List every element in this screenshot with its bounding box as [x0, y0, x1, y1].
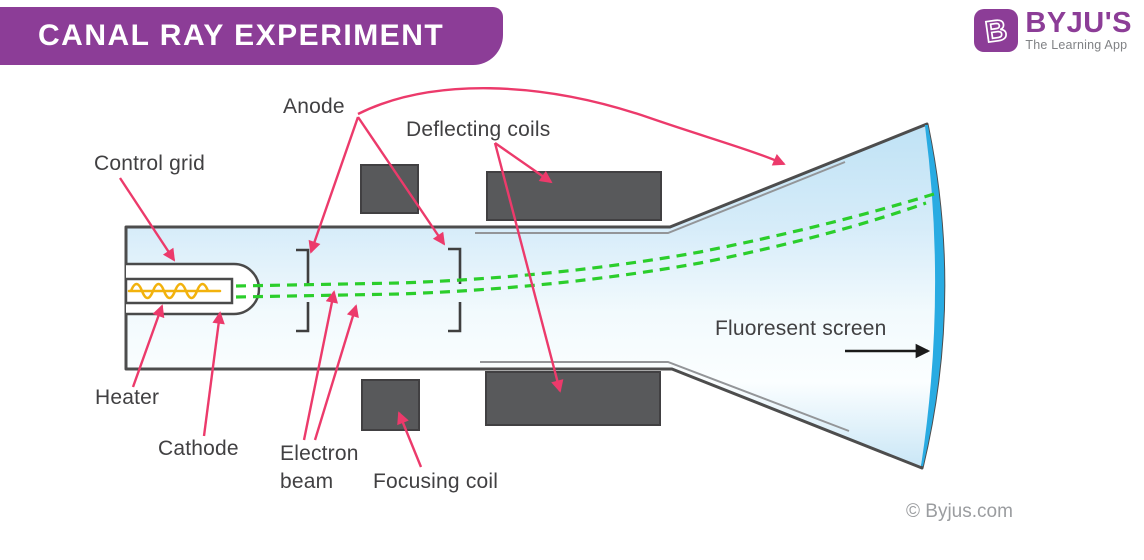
- focusing-coil-label: Focusing coil: [373, 470, 498, 493]
- electron-beam-arrow-1: [302, 290, 339, 441]
- heater-label: Heater: [95, 386, 159, 409]
- anode-label: Anode: [283, 95, 345, 118]
- anode-arrow-coating: [357, 87, 786, 166]
- electron-beam-label-line2: beam: [280, 470, 333, 493]
- copyright-text: © Byjus.com: [906, 501, 1013, 522]
- logo-tagline: The Learning App: [1025, 38, 1128, 52]
- logo-text: BYJU'S The Learning App: [1025, 8, 1132, 52]
- focusing-coil-bottom: [361, 379, 420, 431]
- byjus-logo-icon: B: [974, 9, 1019, 52]
- anode-arrow-1: [308, 116, 360, 254]
- logo-badge-background: [974, 9, 1019, 52]
- deflecting-coils-arrow-top: [494, 142, 553, 184]
- deflecting-coils-label: Deflecting coils: [406, 118, 550, 141]
- callout-arrows: [118, 87, 786, 468]
- logo-brand: BYJU'S: [1025, 7, 1132, 39]
- deflecting-coils-arrow-bottom: [493, 142, 564, 393]
- anode-coating-line-top: [475, 161, 846, 234]
- deflecting-coil-top: [486, 171, 662, 221]
- focusing-coil-top: [360, 164, 419, 214]
- cathode-label: Cathode: [158, 437, 239, 460]
- page-title: CANAL RAY EXPERIMENT: [38, 19, 445, 52]
- electron-beam-label-line1: Electron: [280, 442, 359, 465]
- anode-coating-line-bottom: [480, 361, 850, 432]
- control-grid-arrow: [118, 177, 176, 262]
- focusing-coil-arrow: [397, 411, 423, 468]
- electron-beam-upper: [235, 192, 935, 288]
- fluorescent-screen-face: [921, 125, 945, 467]
- title-banner: CANAL RAY EXPERIMENT: [0, 7, 503, 65]
- control-grid-label: Control grid: [94, 152, 205, 175]
- fluorescent-screen-label: Fluoresent screen: [715, 317, 886, 340]
- heater-filament: [127, 282, 222, 300]
- anode-electrode-1: [296, 248, 310, 333]
- electron-beam-lower: [235, 201, 927, 299]
- cathode-arrow: [202, 311, 225, 437]
- heater-arrow: [131, 304, 165, 388]
- anode-arrow-2: [357, 116, 446, 246]
- electron-beam-arrow-2: [313, 304, 359, 441]
- anode-electrode-2: [448, 247, 462, 333]
- deflecting-coil-bottom: [485, 371, 661, 426]
- byjus-logo: B BYJU'S The Learning App: [973, 8, 1132, 53]
